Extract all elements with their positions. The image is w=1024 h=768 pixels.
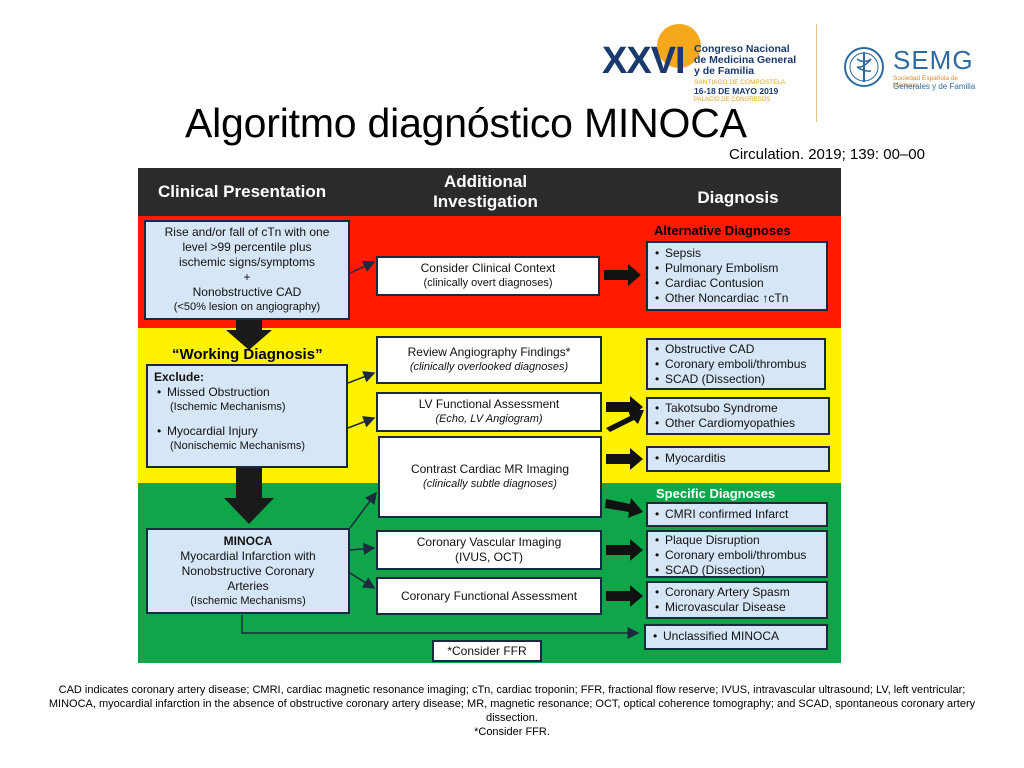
investigation-lv-function: LV Functional Assessment (Echo, LV Angio… — [376, 392, 602, 432]
investigation-coronary-function: Coronary Functional Assessment — [376, 577, 602, 615]
arrow-right-5 — [606, 448, 643, 470]
minoca-flowchart: Clinical Presentation Additional Investi… — [138, 168, 841, 663]
congress-dates: 16-18 DE MAYO 2019 — [694, 86, 779, 96]
semg-subtitle: Sociedad Española de Médicos — [893, 75, 959, 89]
alt-diagnosis-item: Cardiac Contusion — [655, 276, 822, 291]
diagnosis-group-cmri: CMRI confirmed Infarct — [646, 502, 828, 527]
header-additional: Additional Investigation — [433, 172, 538, 211]
sun-icon — [657, 24, 701, 68]
citation: Circulation. 2019; 139: 00–00 — [729, 146, 925, 163]
caption-abbreviations: CAD indicates coronary artery disease; C… — [48, 684, 976, 724]
arrow-right-8 — [606, 585, 643, 607]
arrow-unclassified — [241, 615, 640, 639]
congress-numeral: XXVI — [602, 40, 686, 82]
arrow-presentation-context — [349, 260, 376, 274]
diagnosis-group-obstructive: Obstructive CAD Coronary emboli/thrombus… — [646, 338, 826, 390]
arrow-exclude-lv — [347, 416, 376, 429]
alt-diagnosis-item: Pulmonary Embolism — [655, 261, 822, 276]
arrow-exclude-angio — [347, 371, 376, 384]
semg-subtitle-2: Generales y de Familia — [893, 82, 976, 91]
arrow-down-2 — [224, 466, 274, 524]
congress-city: SANTIAGO DE COMPOSTELA — [694, 79, 786, 86]
arrow-minoca-mr — [349, 491, 377, 529]
investigation-vascular-imaging: Coronary Vascular Imaging (IVUS, OCT) — [376, 530, 602, 570]
figure-caption: CAD indicates coronary artery disease; C… — [40, 683, 984, 739]
diagnosis-group-unclassified: Unclassified MINOCA — [644, 624, 828, 650]
investigation-clinical-context: Consider Clinical Context (clinically ov… — [376, 256, 600, 296]
header-clinical: Clinical Presentation — [158, 182, 327, 201]
diagnosis-group-cardiomyopathy: Takotsubo Syndrome Other Cardiomyopathie… — [646, 397, 830, 435]
specific-diagnoses-heading: Specific Diagnoses — [656, 486, 776, 501]
caption-note: *Consider FFR. — [474, 726, 550, 738]
arrow-minoca-functional — [349, 572, 376, 589]
presentation-box: Rise and/or fall of cTn with one level >… — [144, 220, 350, 320]
arrow-down-1 — [226, 318, 272, 350]
diagnosis-group-myocarditis: Myocarditis — [646, 446, 830, 472]
logo-divider — [816, 24, 817, 122]
exclude-box: Exclude: Missed Obstruction (Ischemic Me… — [146, 364, 348, 468]
diagnosis-group-spasm: Coronary Artery Spasm Microvascular Dise… — [646, 581, 828, 619]
semg-wordmark: SEMG — [893, 45, 974, 75]
alt-diagnosis-item: Sepsis — [655, 246, 822, 261]
congress-logo: XXVI Congreso Nacional de Medicina Gener… — [602, 24, 802, 108]
arrow-right-7 — [606, 539, 643, 561]
consider-ffr-note: *Consider FFR — [432, 640, 542, 662]
arrow-right-6 — [605, 498, 643, 518]
congress-venue: PALACIO DE CONGRESOS — [694, 97, 771, 103]
arrow-right-1 — [604, 264, 641, 286]
arrow-right-4 — [606, 410, 644, 432]
working-diagnosis-title: “Working Diagnosis” — [172, 346, 323, 363]
minoca-box: MINOCA Myocardial Infarction with Nonobs… — [146, 528, 350, 614]
header-band — [138, 168, 841, 216]
alt-diagnosis-item: Other Noncardiac ↑cTn — [655, 291, 822, 306]
alternative-diagnoses-box: Sepsis Pulmonary Embolism Cardiac Contus… — [646, 241, 828, 311]
arrow-minoca-vascular — [349, 542, 376, 555]
semg-logo: SEMG Sociedad Española de Médicos Genera… — [843, 44, 983, 100]
alternative-diagnoses-heading: Alternative Diagnoses — [654, 223, 791, 238]
slide-title: Algoritmo diagnóstico MINOCA — [185, 100, 747, 146]
header-diagnosis: Diagnosis — [697, 188, 779, 207]
diagnosis-group-plaque: Plaque Disruption Coronary emboli/thromb… — [646, 530, 828, 578]
caduceus-icon — [844, 47, 884, 87]
congress-name: Congreso Nacional de Medicina General y … — [694, 43, 797, 77]
investigation-angiography: Review Angiography Findings* (clinically… — [376, 336, 602, 384]
investigation-cardiac-mr: Contrast Cardiac MR Imaging (clinically … — [378, 436, 602, 518]
